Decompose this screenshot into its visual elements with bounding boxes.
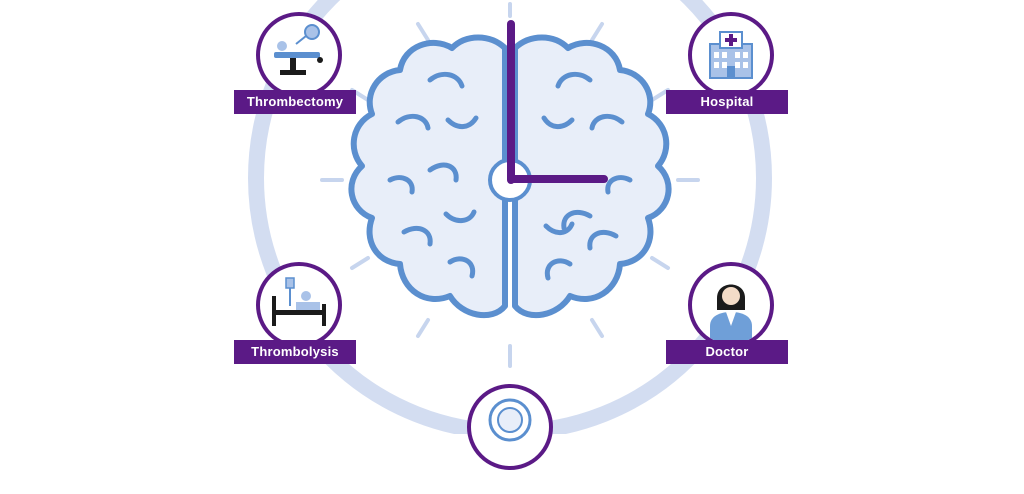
node-thrombectomy-badge [256,12,342,98]
clock-ticks [320,2,700,368]
node-scan [445,384,575,494]
node-thrombolysis: Thrombolysis [234,262,364,372]
ct-scanner-icon [488,398,532,442]
node-thrombolysis-badge [256,262,342,348]
node-doctor: Doctor [666,262,796,372]
doctor-icon [710,284,752,344]
node-hospital-label: Hospital [666,90,788,114]
diagram-canvas [248,0,772,440]
node-thrombectomy-label: Thrombectomy [234,90,356,114]
node-hospital-badge [688,12,774,98]
node-thrombectomy: Thrombectomy [234,12,364,122]
brain-left-hemisphere [348,34,508,318]
stroke-care-diagram: Thrombectomy Hospital [234,0,796,470]
node-hospital: Hospital [666,12,796,122]
brain-clock-icon [348,20,672,318]
hospital-building-icon [709,31,753,79]
brain-folds [387,71,633,281]
patient-bed-iv-icon [272,277,326,326]
operating-table-icon [274,24,323,75]
node-thrombolysis-label: Thrombolysis [234,340,356,364]
node-scan-badge [467,384,553,470]
node-doctor-badge [688,262,774,348]
node-doctor-label: Doctor [666,340,788,364]
